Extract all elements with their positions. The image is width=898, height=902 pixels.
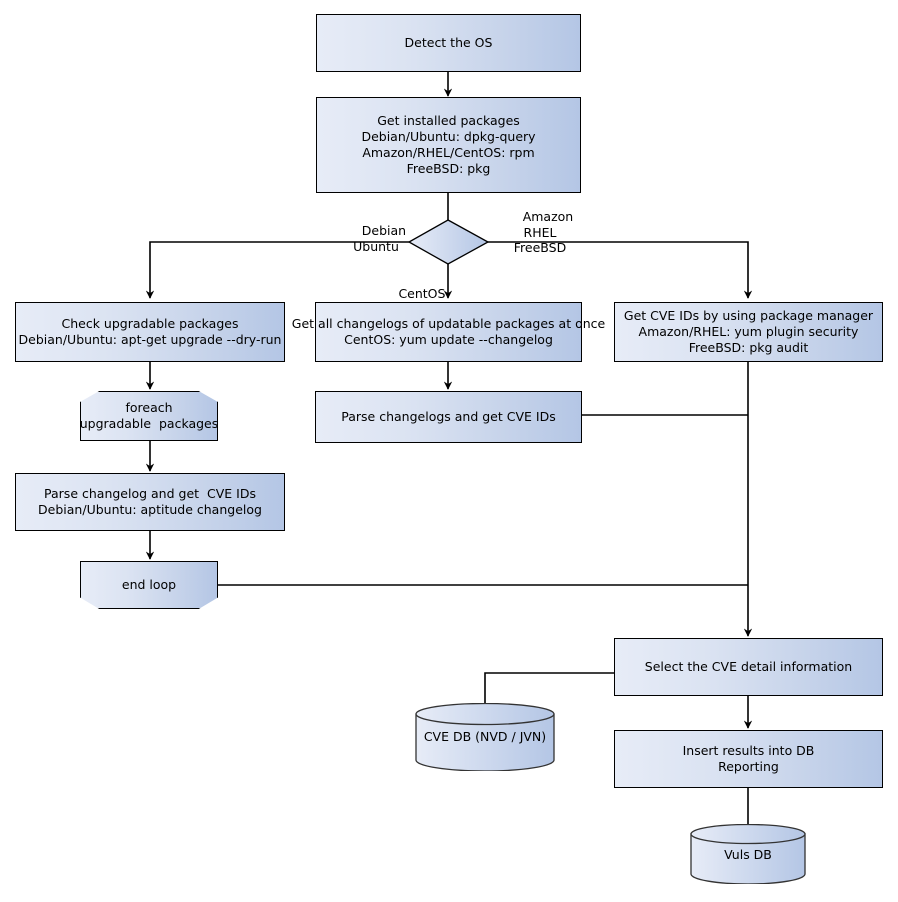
node-parse-changelogs-multi[interactable]: Parse changelogs and get CVE IDs — [315, 391, 582, 443]
edge-label-debian-text: Debian Ubuntu — [353, 223, 407, 254]
node-foreach-label: foreach upgradable packages — [79, 400, 219, 431]
node-parse-changelog-single-label: Parse changelog and get CVE IDs Debian/U… — [38, 486, 262, 517]
edge-label-amazon-text: Amazon RHEL FreeBSD — [513, 209, 574, 255]
edge-label-amazon: Amazon RHEL FreeBSD — [490, 194, 590, 270]
node-insert-results-label: Insert results into DB Reporting — [682, 743, 815, 774]
node-end-loop[interactable]: end loop — [80, 561, 218, 609]
node-parse-changelogs-multi-label: Parse changelogs and get CVE IDs — [341, 409, 556, 424]
node-check-upgradable[interactable]: Check upgradable packages Debian/Ubuntu:… — [15, 302, 285, 362]
node-insert-results[interactable]: Insert results into DB Reporting — [614, 730, 883, 788]
node-parse-changelog-single[interactable]: Parse changelog and get CVE IDs Debian/U… — [15, 473, 285, 531]
node-cve-db[interactable]: CVE DB (NVD / JVN) — [415, 702, 555, 772]
edge-label-debian: Debian Ubuntu — [336, 208, 416, 269]
node-get-installed-packages-label: Get installed packages Debian/Ubuntu: dp… — [361, 113, 536, 176]
node-get-installed-packages[interactable]: Get installed packages Debian/Ubuntu: dp… — [316, 97, 581, 193]
node-select-cve-detail[interactable]: Select the CVE detail information — [614, 638, 883, 696]
node-select-cve-detail-label: Select the CVE detail information — [644, 659, 853, 674]
cve-db-cylinder-icon — [415, 702, 555, 772]
edge-label-centos: CentOS — [378, 271, 450, 317]
node-get-cve-ids-pkgmgr[interactable]: Get CVE IDs by using package manager Ama… — [614, 302, 883, 362]
edge-label-centos-text: CentOS — [398, 286, 446, 302]
vuls-db-cylinder-icon — [690, 823, 806, 885]
node-foreach[interactable]: foreach upgradable packages — [80, 391, 218, 441]
node-get-all-changelogs-label: Get all changelogs of updatable packages… — [291, 316, 606, 347]
node-get-all-changelogs[interactable]: Get all changelogs of updatable packages… — [292, 302, 605, 362]
node-detect-os[interactable]: Detect the OS — [316, 14, 581, 72]
node-vuls-db-label: Vuls DB — [724, 847, 772, 862]
node-check-upgradable-label: Check upgradable packages Debian/Ubuntu:… — [18, 316, 282, 347]
node-vuls-db[interactable]: Vuls DB — [690, 823, 806, 885]
node-cve-db-label: CVE DB (NVD / JVN) — [423, 729, 547, 744]
node-detect-os-label: Detect the OS — [404, 35, 493, 50]
node-end-loop-label: end loop — [121, 577, 177, 592]
node-get-cve-ids-pkgmgr-label: Get CVE IDs by using package manager Ama… — [623, 308, 874, 355]
